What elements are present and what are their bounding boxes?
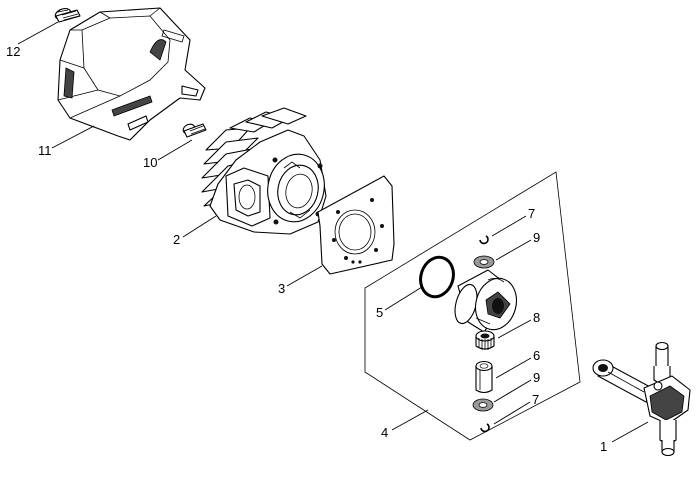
callout-8[interactable]: 8 (533, 310, 540, 325)
part-1-crankshaft[interactable] (592, 341, 691, 457)
leader-lines (17, 21, 649, 443)
callout-2[interactable]: 2 (173, 232, 180, 247)
callout-11[interactable]: 11 (38, 143, 52, 158)
piston[interactable] (451, 269, 522, 334)
callout-9-upper[interactable]: 9 (533, 230, 540, 245)
part-7-circlip-upper[interactable] (479, 235, 489, 245)
part-9-washer-lower[interactable] (472, 398, 494, 412)
callout-6[interactable]: 6 (533, 348, 540, 363)
part-4-piston-kit-outline (364, 171, 581, 441)
part-2-cylinder[interactable] (201, 107, 330, 235)
part-10-bolt[interactable] (182, 122, 207, 138)
part-9-washer-upper[interactable] (473, 255, 495, 269)
callout-10[interactable]: 10 (143, 155, 157, 170)
part-6-piston-pin[interactable] (475, 360, 493, 394)
part-8-needle-bearing[interactable] (475, 330, 495, 350)
callout-1[interactable]: 1 (600, 439, 607, 454)
part-12-screw[interactable] (54, 7, 81, 23)
callout-9-lower[interactable]: 9 (533, 370, 540, 385)
part-7-circlip-lower[interactable] (480, 423, 490, 433)
callout-7-lower[interactable]: 7 (532, 392, 539, 407)
callout-4[interactable]: 4 (381, 425, 388, 440)
part-3-gasket[interactable] (317, 175, 395, 275)
part-5-piston-ring[interactable] (416, 253, 459, 301)
callout-12[interactable]: 12 (6, 44, 20, 59)
callout-7-upper[interactable]: 7 (528, 206, 535, 221)
callout-labels: 12 11 10 2 3 5 4 7 9 8 6 9 7 1 (6, 44, 607, 454)
part-11-cylinder-cover[interactable] (57, 7, 206, 141)
callout-5[interactable]: 5 (376, 305, 383, 320)
callout-3[interactable]: 3 (278, 281, 285, 296)
